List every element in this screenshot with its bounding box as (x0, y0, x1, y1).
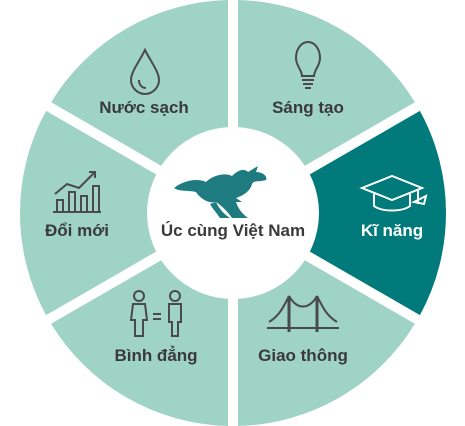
segment-binh-dang (51, 257, 229, 426)
segment-label-ki-nang: Kĩ năng (361, 221, 423, 240)
segment-label-sang-tao: Sáng tạo (272, 98, 344, 117)
bridge-icon (267, 295, 339, 332)
kangaroo-icon (174, 166, 267, 218)
graduation-cap-icon (359, 174, 428, 212)
segment-sang-tao (237, 0, 415, 169)
lightbulb-icon (294, 40, 322, 89)
segment-giao-thong (237, 257, 415, 426)
gender-equality-icon (129, 290, 182, 337)
water-drop-icon (129, 47, 161, 96)
growth-chart-icon (53, 171, 101, 213)
segment-label-giao-thong: Giao thông (258, 346, 348, 365)
segment-label-doi-moi: Đổi mới (45, 221, 109, 240)
segment-label-nuoc-sach: Nước sạch (99, 98, 189, 117)
center-title: Úc cùng Việt Nam (161, 221, 305, 240)
segment-ki-nang (304, 110, 447, 316)
segment-label-binh-dang: Bình đẳng (114, 346, 197, 365)
